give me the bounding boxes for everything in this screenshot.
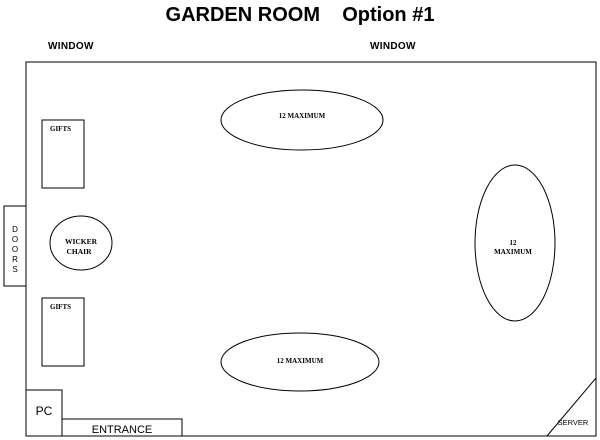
entrance[interactable]: ENTRANCE xyxy=(61,418,183,437)
page-title: GARDEN ROOM Option #1 xyxy=(165,4,435,26)
table-right-label-1: 12 xyxy=(510,239,518,247)
table-bottom-label: 12 MAXIMUM xyxy=(277,357,324,365)
gifts-bottom-box xyxy=(41,297,85,367)
gifts-bottom-label: GIFTS xyxy=(50,303,71,311)
table-top-label: 12 MAXIMUM xyxy=(279,112,326,120)
doors-box xyxy=(3,205,27,287)
doors-letter: O xyxy=(12,235,18,244)
table-right-label-2: MAXIMUM xyxy=(494,248,532,256)
gifts-top-label: GIFTS xyxy=(50,125,71,133)
table-top-shape xyxy=(220,89,384,151)
table-bottom[interactable]: 12 MAXIMUM xyxy=(220,332,380,392)
wicker-chair-shape xyxy=(49,215,113,271)
gifts-top-box xyxy=(41,119,85,189)
doors-letter: S xyxy=(12,265,17,274)
entrance-box xyxy=(61,418,183,437)
wicker-chair[interactable]: WICKER CHAIR xyxy=(49,215,113,271)
gifts-table-top[interactable]: GIFTS xyxy=(41,119,85,189)
table-bottom-shape xyxy=(220,332,380,392)
table-right[interactable]: 12 MAXIMUM xyxy=(474,164,556,322)
table-top[interactable]: 12 MAXIMUM xyxy=(220,89,384,151)
wicker-chair-label-2: CHAIR xyxy=(66,247,92,256)
doors-letter: D xyxy=(12,225,18,234)
server-station[interactable]: SERVER xyxy=(546,377,597,437)
server-label: SERVER xyxy=(558,418,589,427)
window-label-right: WINDOW xyxy=(370,41,416,52)
doors-letter: O xyxy=(12,245,18,254)
pc-label: PC xyxy=(36,404,53,418)
pc-station[interactable]: PC xyxy=(25,389,63,437)
server-divider xyxy=(546,377,597,437)
gifts-table-bottom[interactable]: GIFTS xyxy=(41,297,85,367)
doors-letter: R xyxy=(12,255,18,264)
table-right-shape xyxy=(474,164,556,322)
wicker-chair-label-1: WICKER xyxy=(65,237,98,246)
pc-box xyxy=(25,389,63,437)
entrance-label: ENTRANCE xyxy=(92,424,153,436)
window-label-left: WINDOW xyxy=(48,41,94,52)
